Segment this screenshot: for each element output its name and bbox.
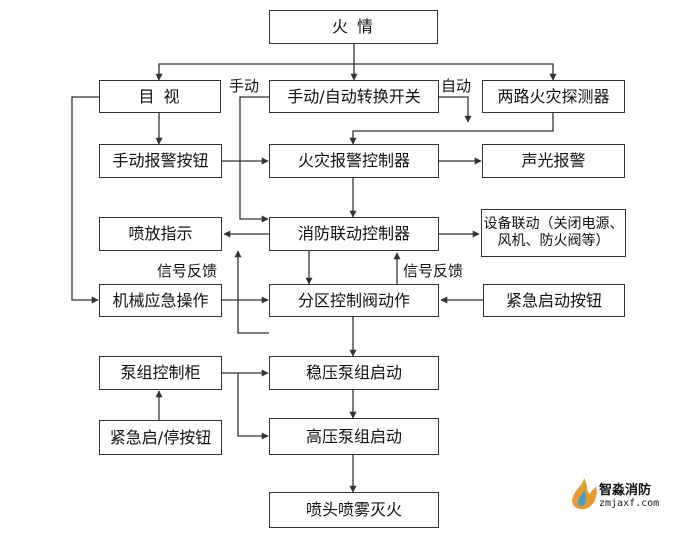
- node-detector: 两路火灾探测器: [482, 80, 625, 113]
- node-switch: 手动/自动转换开关: [269, 80, 439, 113]
- equipment-linkage-line1: 设备联动（关闭电源、: [483, 215, 624, 232]
- edge-switch-auto: [439, 96, 472, 123]
- edge-fire-detector: [354, 63, 557, 81]
- node-high-pressure-pump: 高压泵组启动: [269, 418, 439, 455]
- watermark: 智淼消防 zmjaxf.com: [599, 483, 660, 510]
- label-feedback-right: 信号反馈: [403, 262, 464, 280]
- node-pump-cabinet: 泵组控制柜: [99, 356, 222, 390]
- node-linkage-controller: 消防联动控制器: [269, 217, 439, 251]
- node-spray-indicator: 喷放指示: [99, 217, 222, 251]
- label-auto: 自动: [441, 77, 472, 95]
- node-spray-mist: 喷头喷雾灭火: [269, 492, 439, 528]
- node-stabilizer-pump: 稳压泵组启动: [269, 356, 439, 390]
- node-emergency-start-button: 紧急启动按钮: [483, 284, 625, 317]
- watermark-flame-icon: [572, 478, 597, 510]
- edge-fire-eye: [155, 44, 355, 81]
- node-sound-light-alarm: 声光报警: [482, 144, 625, 178]
- edge-zonevalve-sprayindicator-feedback: [234, 250, 269, 334]
- node-mechanical-emergency: 机械应急操作: [99, 284, 222, 317]
- node-zone-valve: 分区控制阀动作: [269, 284, 439, 317]
- edge-cabinet-highpressure: [237, 373, 269, 440]
- edge-switch-manual: [239, 96, 269, 223]
- node-manual-alarm-button: 手动报警按钮: [99, 144, 222, 178]
- node-equipment-linkage: 设备联动（关闭电源、 风机、防火阀等）: [481, 209, 626, 257]
- node-eye: 目 视: [99, 80, 221, 113]
- node-emergency-start-stop: 紧急启/停按钮: [99, 420, 222, 455]
- watermark-brand: 智淼消防: [599, 483, 652, 498]
- label-feedback-left: 信号反馈: [157, 262, 218, 280]
- edge-eye-mechanical: [71, 96, 99, 304]
- node-fire: 火 情: [269, 10, 438, 44]
- equipment-linkage-line2: 风机、防火阀等）: [497, 233, 610, 249]
- edge-detector-alarmcontroller: [349, 113, 554, 145]
- label-manual: 手动: [229, 77, 260, 95]
- watermark-url: zmjaxf.com: [599, 498, 660, 510]
- node-fire-alarm-controller: 火灾报警控制器: [269, 144, 439, 178]
